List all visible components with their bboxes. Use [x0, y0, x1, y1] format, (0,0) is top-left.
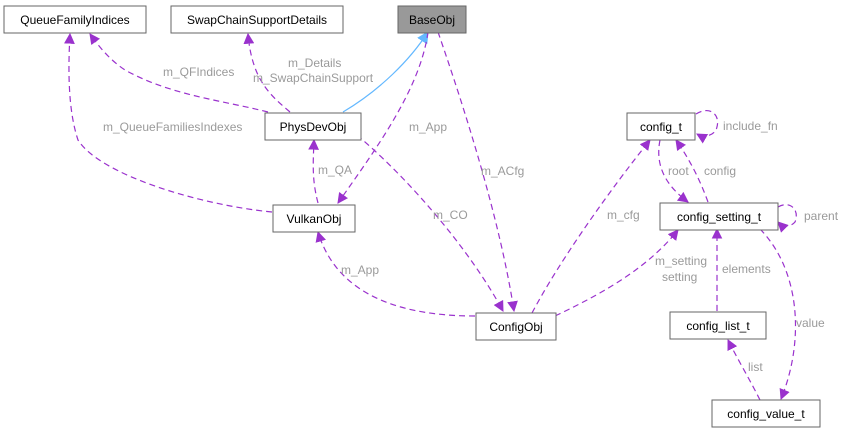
node-config-value-t[interactable]: config_value_t	[711, 399, 821, 428]
nodes: QueueFamilyIndices SwapChainSupportDetai…	[3, 5, 821, 428]
node-label: config_setting_t	[677, 210, 762, 224]
node-config-setting-t[interactable]: config_setting_t	[659, 202, 779, 231]
edge-labels: m_Details m_QFIndices m_SwapChainSupport…	[103, 56, 839, 374]
label-m-details: m_Details	[288, 56, 341, 70]
node-label: config_t	[640, 120, 683, 134]
edge-include-fn	[695, 109, 719, 144]
node-config-t[interactable]: config_t	[626, 112, 696, 141]
node-label: config_value_t	[727, 407, 805, 421]
node-physdevobj[interactable]: PhysDevObj	[264, 112, 362, 141]
edges	[64, 30, 797, 401]
node-label: QueueFamilyIndices	[20, 13, 129, 27]
node-queuefamilyindices[interactable]: QueueFamilyIndices	[3, 5, 147, 34]
edge-physdevobj-inherits-baseobj	[342, 30, 429, 113]
edge-parent	[777, 204, 797, 233]
edge-root	[658, 139, 689, 203]
label-include-fn: include_fn	[723, 119, 778, 133]
edge-app-vulkan	[315, 230, 476, 317]
edge-qa	[308, 138, 320, 204]
node-config-list-t[interactable]: config_list_t	[669, 311, 767, 340]
node-baseobj[interactable]: BaseObj	[397, 5, 467, 34]
label-m-queuefamiliesindexes: m_QueueFamiliesIndexes	[103, 120, 242, 134]
node-label: ConfigObj	[489, 320, 542, 334]
label-m-qa: m_QA	[318, 163, 352, 177]
label-m-app-base: m_App	[409, 120, 447, 134]
node-label: VulkanObj	[287, 212, 342, 226]
edge-config	[675, 139, 709, 203]
edge-setting	[554, 229, 679, 317]
edge-cfg	[531, 139, 651, 314]
label-m-qfindices: m_QFIndices	[163, 65, 234, 79]
label-m-swapchainsupport: m_SwapChainSupport	[253, 71, 374, 85]
edge-app-base	[337, 31, 429, 204]
node-label: config_list_t	[686, 319, 750, 333]
label-config: config	[704, 164, 736, 178]
label-list: list	[748, 360, 763, 374]
node-label: BaseObj	[409, 13, 455, 27]
node-vulkanobj[interactable]: VulkanObj	[272, 204, 356, 233]
edge-acfg	[437, 31, 518, 313]
edge-co	[356, 134, 504, 312]
node-configobj[interactable]: ConfigObj	[475, 312, 557, 341]
edge-qfindices	[89, 33, 269, 113]
label-elements: elements	[722, 262, 771, 276]
label-value: value	[796, 316, 825, 330]
node-label: SwapChainSupportDetails	[187, 13, 327, 27]
label-m-co: m_CO	[433, 208, 468, 222]
edge-value	[759, 228, 797, 401]
label-root: root	[668, 164, 689, 178]
label-m-acfg: m_ACfg	[481, 164, 524, 178]
label-m-cfg: m_cfg	[607, 208, 640, 222]
label-setting: setting	[662, 270, 697, 284]
label-m-setting: m_setting	[655, 254, 707, 268]
label-parent: parent	[804, 209, 839, 223]
node-label: PhysDevObj	[280, 120, 347, 134]
edge-queuefamiliesindexes	[64, 32, 273, 213]
label-m-app-vulkan: m_App	[341, 263, 379, 277]
edge-list	[727, 339, 761, 401]
node-swapchainsupportdetails[interactable]: SwapChainSupportDetails	[170, 5, 344, 34]
